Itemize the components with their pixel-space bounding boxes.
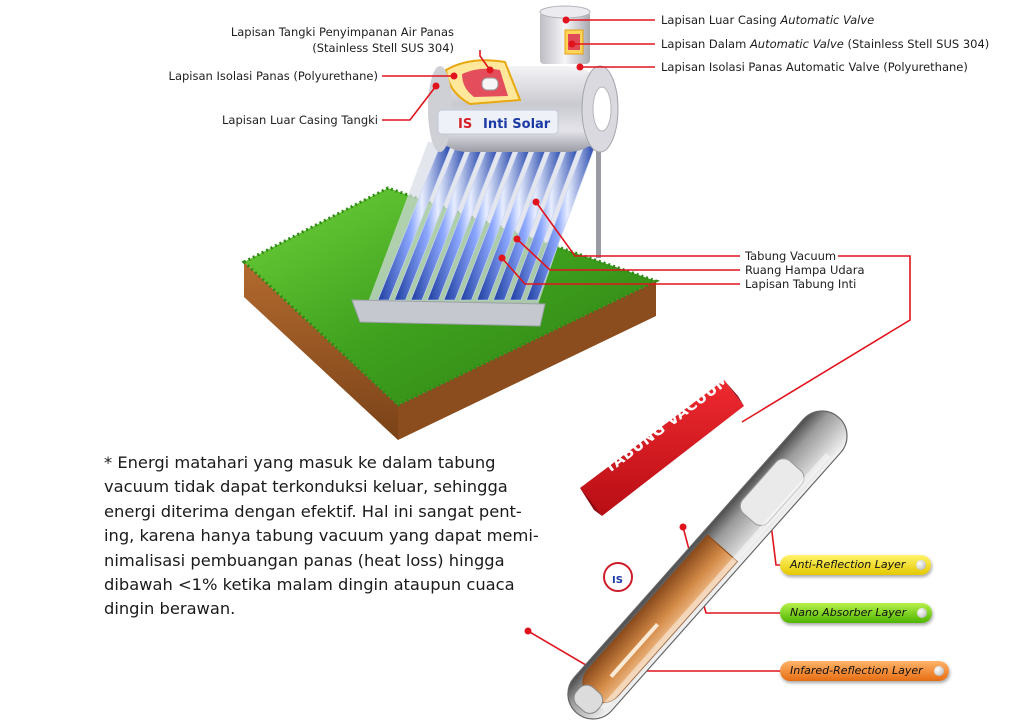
label-tank-storage-line1: Lapisan Tangki Penyimpanan Air Panas [230, 25, 454, 39]
note-line: energi diterima dengan efektif. Hal ini … [104, 501, 522, 521]
pill-knob-icon [916, 560, 927, 570]
note-line: nimalisasi pembuangan panas (heat loss) … [104, 550, 505, 570]
label-valve-insulation: Lapisan Isolasi Panas Automatic Valve (P… [661, 60, 968, 74]
label-tank-insulation: Lapisan Isolasi Panas (Polyurethane) [168, 69, 378, 83]
label-vacuum-space: Ruang Hampa Udara [745, 263, 865, 277]
layer-pill-infrared-reflection: Infared-Reflection Layer [780, 661, 949, 681]
explanation-note: * Energi matahari yang masuk ke dalam ta… [104, 451, 549, 622]
brand-logo-text: Inti Solar [483, 117, 551, 132]
pill-knob-icon [933, 666, 944, 676]
vacuum-tube-closeup [567, 410, 848, 720]
collector-bottom-rail [351, 299, 546, 327]
brand-plate [437, 109, 559, 135]
ribbon-band [580, 380, 744, 516]
note-line: dingin berawan. [104, 599, 236, 619]
leader-dots [432, 16, 769, 635]
label-valve-inner: Lapisan Dalam Automatic Valve (Stainless… [661, 37, 990, 51]
label-valve-outer-casing: Lapisan Luar Casing Automatic Valve [661, 13, 875, 27]
tabung-vacuum-ribbon [580, 380, 744, 516]
inner-tube-segment [739, 458, 805, 526]
label-tank-outer-casing: Lapisan Luar Casing Tangki [222, 113, 378, 127]
brand-logo-initials: IS [458, 117, 472, 132]
layer-pill-anti-reflection: Anti-Reflection Layer [780, 555, 932, 575]
soil-side-right [398, 281, 656, 440]
tube-logo-badge [603, 562, 633, 592]
label-inner-tube-layer: Lapisan Tabung Inti [745, 277, 857, 291]
note-line: * Energi matahari yang masuk ke dalam ta… [104, 453, 496, 472]
layer-pill-nano-absorber: Nano Absorber Layer [780, 603, 933, 623]
note-line: ing, karena hanya tabung vacuum yang dap… [104, 526, 539, 546]
support-leg [596, 148, 601, 258]
label-tank-storage-line2: (Stainless Stell SUS 304) [312, 41, 454, 55]
storage-tank [428, 59, 619, 153]
note-line: vacuum tidak dapat terkonduksi keluar, s… [104, 477, 508, 497]
soil-side-left [244, 262, 398, 440]
automatic-valve [539, 5, 591, 64]
tube-logo-initials: IS [612, 575, 623, 586]
pill-knob-icon [917, 608, 928, 618]
copper-absorber [582, 534, 739, 704]
label-vacuum-tube: Tabung Vacuum [745, 249, 837, 263]
note-line: dibawah <1% ketika malam dingin ataupun … [104, 575, 515, 595]
